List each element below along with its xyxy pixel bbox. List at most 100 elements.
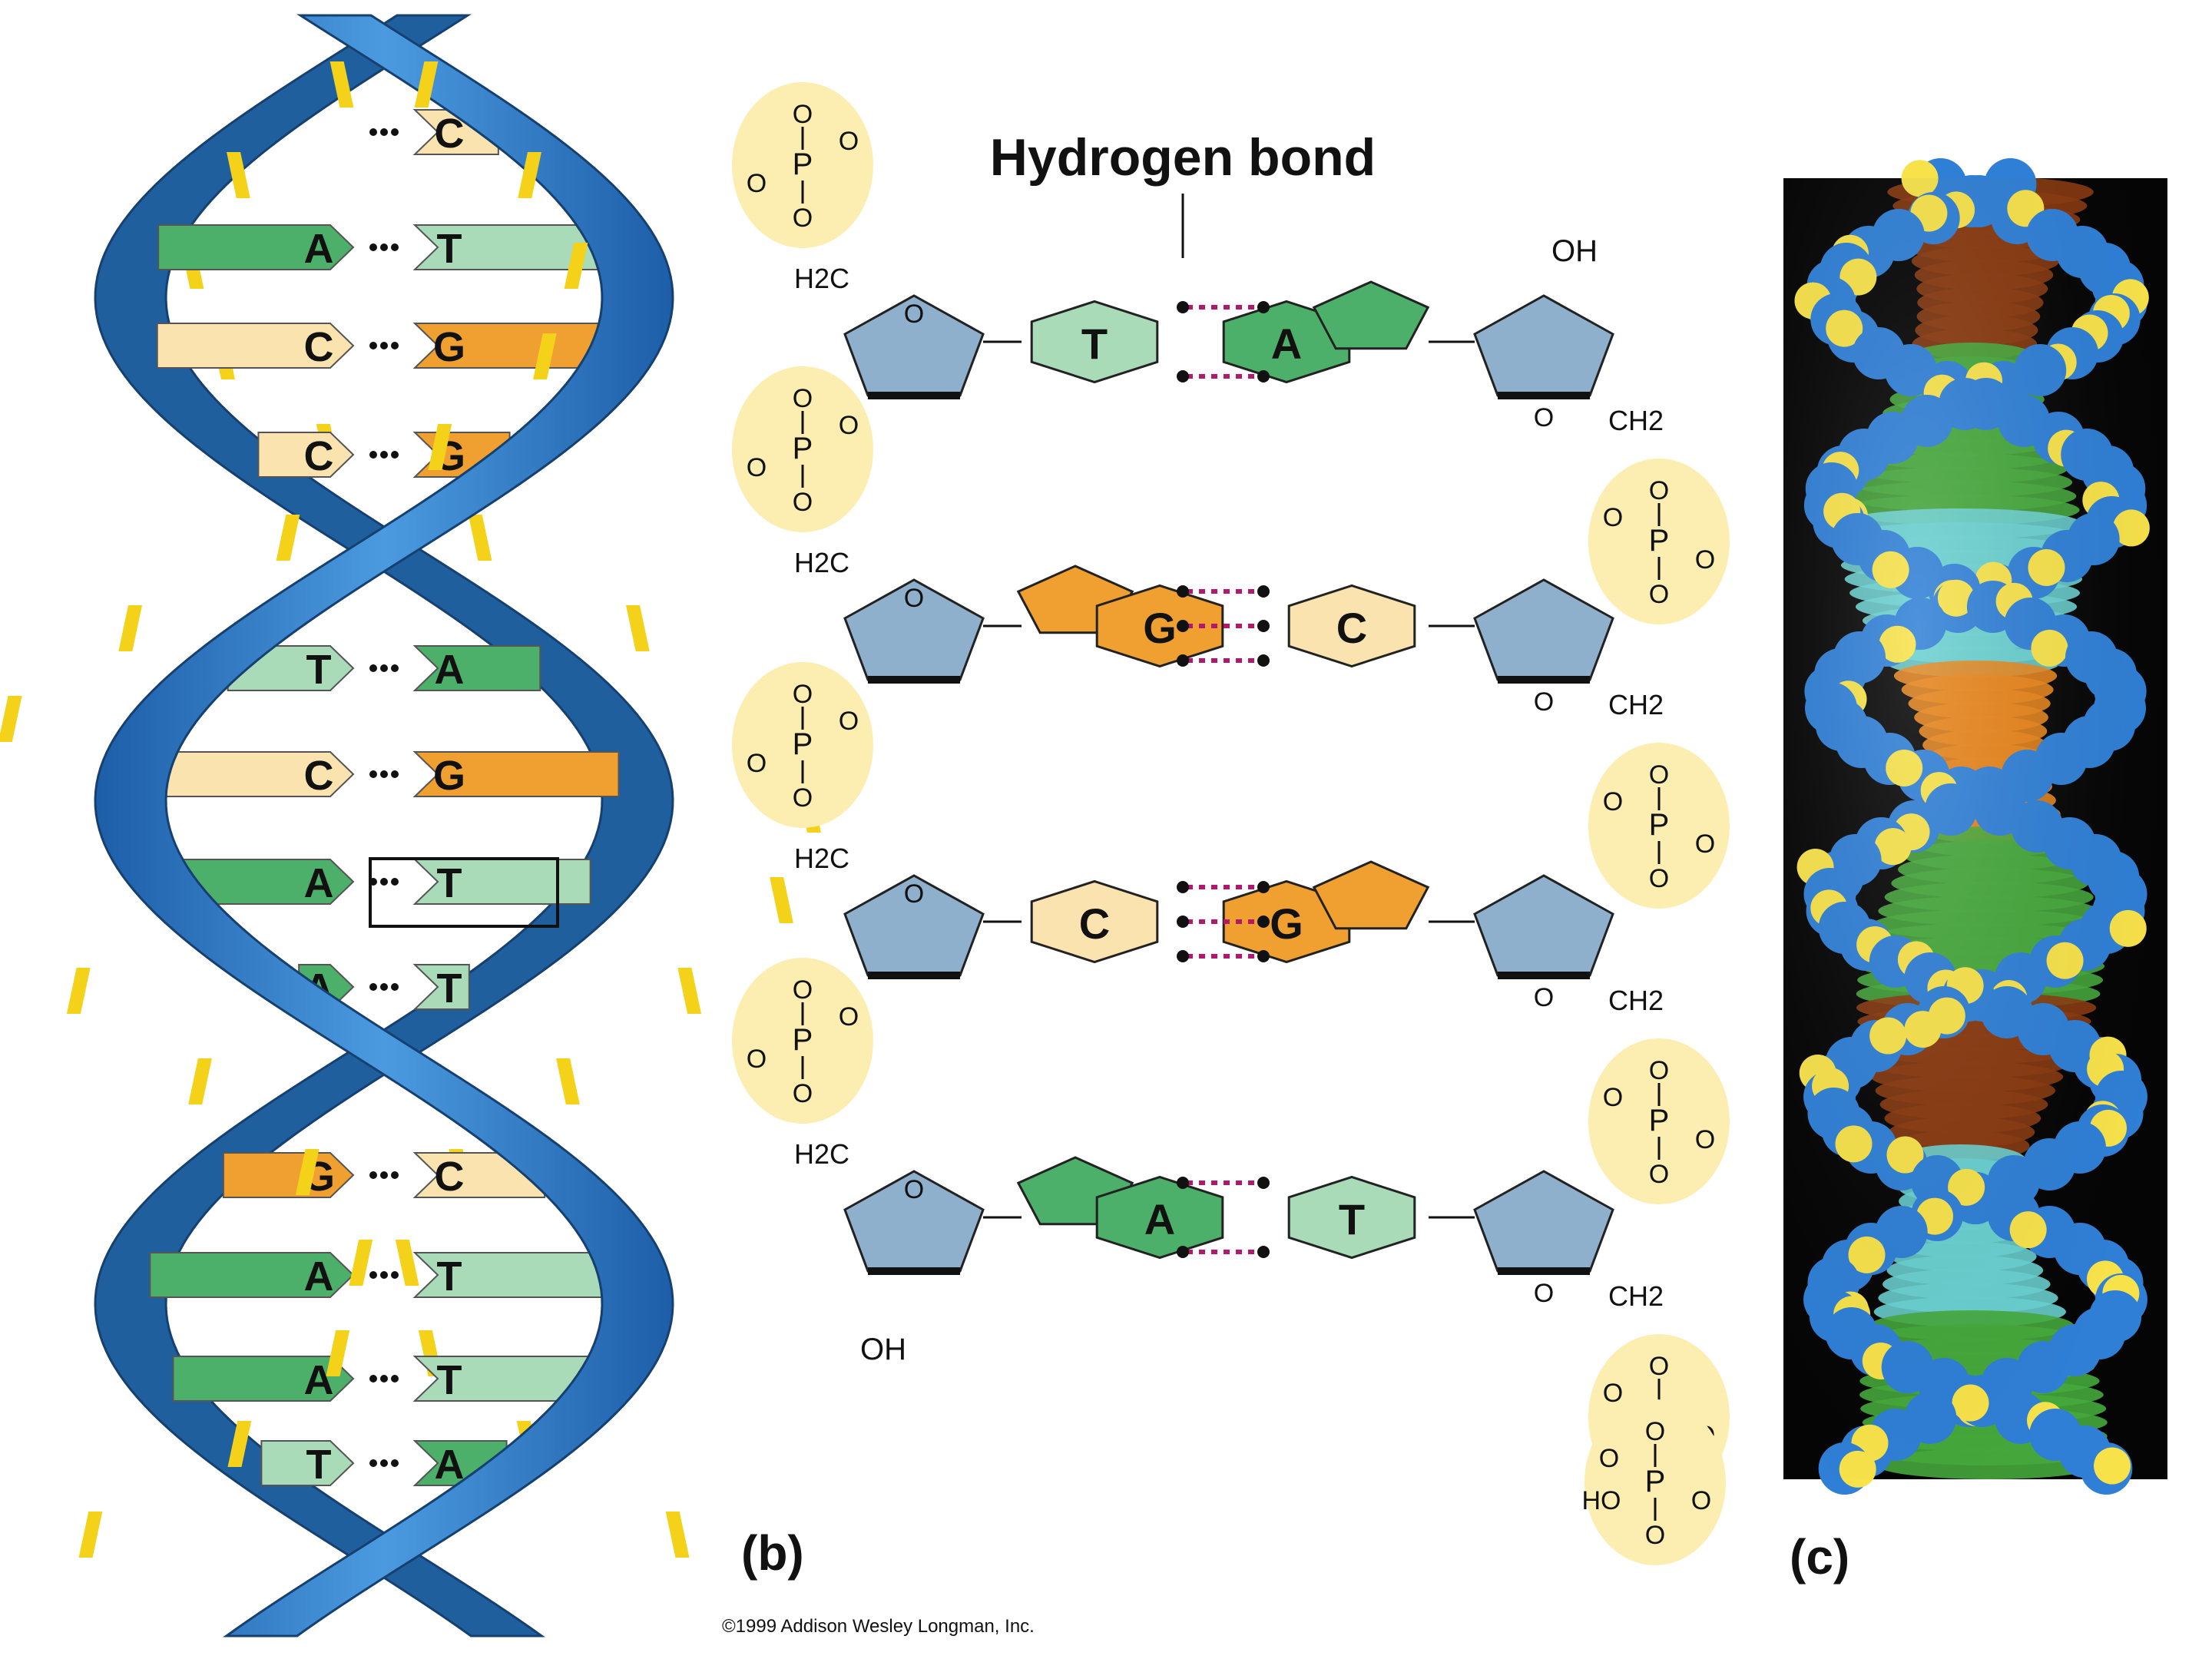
phosphorus-label: P <box>793 1023 813 1057</box>
phosphate-group <box>732 662 873 828</box>
oxygen-label: O <box>839 127 859 156</box>
oxygen-label: O <box>793 1079 813 1108</box>
phosphorus-label: P <box>793 727 813 761</box>
oxygen-label: O <box>1649 760 1669 790</box>
phosphate-group <box>1588 459 1730 624</box>
oxygen-label: O <box>793 975 813 1005</box>
oxygen-label: O <box>1695 545 1715 575</box>
backbone-tick <box>326 1330 350 1376</box>
oxygen-label: O <box>1649 1056 1669 1085</box>
nucleotide-right <box>412 323 612 369</box>
hbond-dot <box>369 1271 377 1279</box>
helix-strand-front <box>0 14 674 1637</box>
hbond-dot <box>369 983 377 991</box>
oxygen-label: O <box>1645 1521 1665 1550</box>
atom-dot <box>1177 1177 1189 1189</box>
oxygen-label: O <box>1649 580 1669 609</box>
ring-oxygen: O <box>1534 1279 1554 1308</box>
nucleotide-left <box>172 1356 355 1402</box>
oxygen-label: O <box>1649 1160 1669 1189</box>
oxygen-label: O <box>793 783 813 813</box>
hydrogen-bond-label: Hydrogen bond <box>990 128 1376 187</box>
ch2-label: H2C <box>794 843 849 874</box>
phosphate-group <box>732 958 873 1124</box>
highlight-box <box>369 857 559 928</box>
backbone-tick <box>78 1512 103 1558</box>
terminal-oh-label: OH <box>1551 234 1598 268</box>
hbond-dot <box>380 243 388 251</box>
nucleotide-left <box>157 224 355 270</box>
atom-dot <box>1177 620 1189 632</box>
nucleotide-left <box>156 323 355 369</box>
ch2-label: CH2 <box>1608 405 1664 436</box>
oxygen-label: O <box>1603 787 1623 816</box>
atom-dot <box>1257 881 1270 893</box>
backbone-tick <box>468 515 492 561</box>
base-ring <box>1030 879 1159 964</box>
oxygen-label: O <box>793 204 813 233</box>
nucleotide-label: T <box>437 226 462 272</box>
ladder-row: POOOOH2COOCH2POOOOAT <box>732 958 1730 1500</box>
oxygen-label: O <box>747 453 767 482</box>
oxygen-label: O <box>839 1002 859 1031</box>
panel-b-label: (b) <box>741 1525 804 1581</box>
nucleotide-label: C <box>304 324 334 370</box>
phosphorus-label: P <box>1645 1465 1666 1498</box>
hbond-dot <box>380 342 388 349</box>
hbond-dot <box>369 1375 377 1382</box>
hbond-dot <box>391 1271 399 1279</box>
ch2-label: H2C <box>794 547 849 578</box>
base-label: T <box>1081 320 1108 368</box>
ch2-label: H2C <box>794 1138 849 1170</box>
hbond-dot <box>391 1171 399 1179</box>
hbond-dot <box>380 1271 388 1279</box>
nucleotide-label: A <box>304 860 334 906</box>
atom-dot <box>1257 654 1270 667</box>
base-ring <box>1095 584 1224 668</box>
nucleotide-right <box>412 645 541 691</box>
backbone-tick <box>66 968 91 1014</box>
nucleotide-right <box>412 859 591 905</box>
nucleotide-label: T <box>306 1442 332 1488</box>
hbond-dot <box>391 1459 399 1467</box>
backbone-tick <box>276 515 300 561</box>
ring-oxygen: O <box>904 300 924 329</box>
hbond-dot <box>369 1459 377 1467</box>
phosphate-group <box>732 82 873 248</box>
backbone-tick <box>665 1512 690 1558</box>
copyright-notice: ©1999 Addison Wesley Longman, Inc. <box>722 1616 1035 1637</box>
deoxyribose-right <box>1473 874 1614 977</box>
atom-dot <box>1257 1177 1270 1189</box>
oxygen-label: O <box>793 384 813 413</box>
hbond-dot <box>369 128 377 136</box>
backbone-tick <box>0 696 22 742</box>
atom-dot <box>1177 585 1189 598</box>
oxygen-label: O <box>839 411 859 440</box>
phosphorus-label: P <box>1649 524 1670 558</box>
nucleotide-right <box>412 1356 596 1402</box>
base-label: A <box>1271 320 1302 368</box>
backbone-tick <box>329 61 354 108</box>
phosphate-group <box>1588 1038 1730 1204</box>
ch2-label: H2C <box>794 263 849 294</box>
base-label: C <box>1079 899 1110 948</box>
hbond-dot <box>380 128 388 136</box>
hbond-dot <box>380 1171 388 1179</box>
atom-dot <box>1257 370 1270 382</box>
backbone-tick <box>770 877 793 923</box>
nucleotide-label: G <box>433 753 465 799</box>
atom-dot <box>1177 950 1189 962</box>
nucleotide-label: C <box>435 1154 465 1200</box>
atom-dot <box>1257 950 1270 962</box>
deoxyribose-left <box>843 578 985 681</box>
nucleotide-left <box>260 1440 355 1486</box>
hbond-dot <box>369 342 377 349</box>
backbone-tick <box>395 1240 419 1286</box>
